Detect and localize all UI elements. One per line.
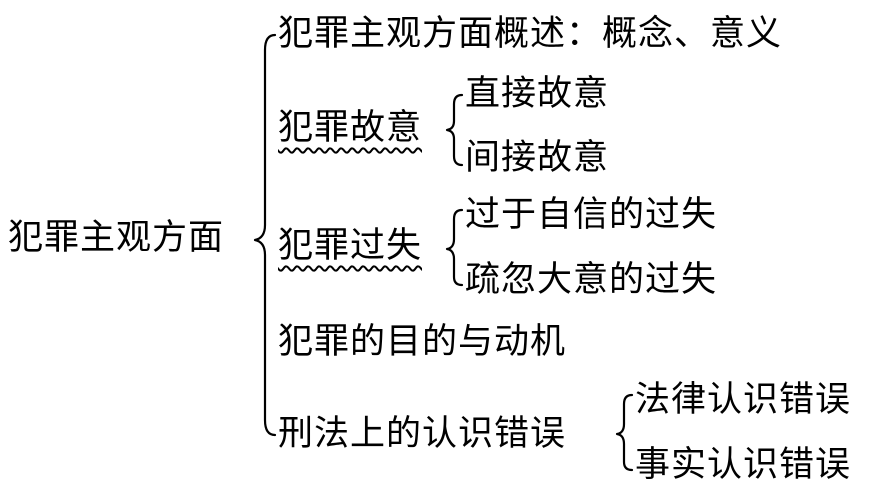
brace-guoshi — [445, 208, 464, 287]
leaf-legal-mistake-label: 法律认识错误 — [635, 380, 852, 420]
brace-cuowu — [615, 393, 634, 472]
branch-mistake-label: 刑法上的认识错误 — [278, 414, 567, 454]
leaf-careless-negligence-label: 疏忽大意的过失 — [465, 260, 718, 300]
branch-intent-label: 犯罪故意 — [278, 108, 423, 148]
leaf-overconfident-negligence-label: 过于自信的过失 — [465, 195, 718, 235]
branch-purpose-motive-label: 犯罪的目的与动机 — [278, 322, 567, 362]
leaf-indirect-intent-label: 间接故意 — [465, 138, 610, 178]
root-node-label: 犯罪主观方面 — [8, 218, 225, 258]
brace-guyi — [445, 93, 464, 167]
root-brace — [253, 33, 277, 437]
leaf-direct-intent-label: 直接故意 — [465, 74, 610, 114]
branch-negligence-label: 犯罪过失 — [278, 226, 423, 266]
branch-overview-label: 犯罪主观方面概述：概念、意义 — [278, 14, 783, 54]
leaf-factual-mistake-label: 事实认识错误 — [635, 445, 852, 485]
